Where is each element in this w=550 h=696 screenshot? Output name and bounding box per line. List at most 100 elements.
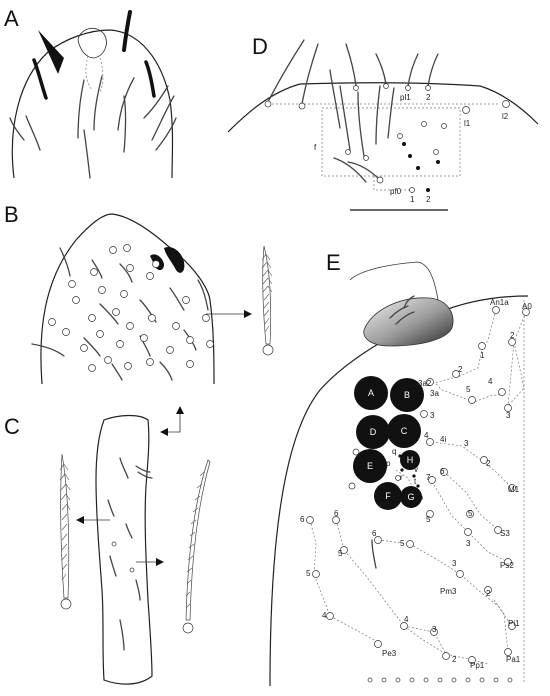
svg-text:C: C — [401, 426, 408, 436]
panel-c-seta — [125, 523, 133, 539]
panel-a: A — [4, 6, 177, 179]
svg-text:E: E — [367, 461, 373, 471]
panel-d-dash-pf — [373, 176, 410, 191]
panel-c-letter: C — [4, 414, 20, 439]
label-pm6: 6 — [300, 515, 305, 524]
panel-c-orientation-arrow — [166, 412, 181, 433]
panel-a-dashed-organ — [85, 55, 104, 93]
label-3a2: 3a2 — [418, 379, 432, 388]
panel-e-head-outline — [269, 295, 529, 687]
label-v: v — [414, 465, 418, 474]
panel-a-seta — [93, 75, 103, 131]
panel-a-seta — [123, 95, 127, 153]
panel-d-seta — [339, 85, 351, 151]
panel-a-seta — [77, 79, 85, 139]
panel-d-seta — [267, 39, 305, 103]
panel-e-eye-h: H — [400, 450, 420, 470]
panel-d: D pl1 2 l1 l2 f — [227, 34, 539, 211]
panel-b-seta — [169, 287, 185, 311]
panel-b-sockets — [48, 244, 214, 372]
panel-e-eye-d: D — [356, 415, 390, 449]
label-s5b: 5 — [468, 509, 473, 518]
panel-b-seta — [139, 299, 157, 323]
panel-c-seta-barbs-left — [59, 463, 71, 581]
label-pf2: 2 — [426, 195, 431, 204]
panel-e-antenna-base — [349, 261, 439, 301]
svg-text:H: H — [407, 455, 414, 465]
panel-c-arrow-head-right — [156, 558, 164, 566]
panel-d-letter: D — [252, 34, 268, 59]
panel-c-seta-socket-left — [60, 598, 72, 610]
label-6: 6 — [440, 467, 445, 476]
panel-d-dot — [402, 142, 406, 146]
panel-d-field-f — [321, 107, 461, 177]
svg-text:B: B — [404, 390, 410, 400]
label-pm3: Pm3 — [440, 587, 457, 596]
panel-b-dark-spine — [164, 246, 185, 273]
panel-b-seta — [197, 279, 209, 311]
label-pm2: 2 — [486, 589, 491, 598]
label-p3a: 3 — [430, 411, 435, 420]
panel-d-seta — [387, 87, 395, 139]
panel-d-seta — [301, 43, 319, 105]
label-q4: 4 — [424, 431, 429, 440]
panel-e-eye-g: G — [400, 486, 422, 508]
panel-d-seta — [347, 161, 381, 181]
panel-c-seta — [135, 579, 141, 601]
label-pe5: 5 — [306, 569, 311, 578]
panel-a-seta — [143, 85, 169, 119]
label-pe3: Pe3 — [382, 649, 397, 658]
label-t: t — [414, 477, 417, 486]
panel-e-sockets — [306, 306, 530, 664]
label-q3: 3 — [464, 439, 469, 448]
label-pi1: Pi1 — [508, 619, 520, 628]
panel-e-antenna-seta — [389, 305, 409, 319]
panel-e-letter: E — [326, 250, 341, 275]
label-pl1: pl1 — [400, 93, 411, 102]
panel-b-seta — [59, 247, 71, 277]
label-pf0: pf0 — [390, 187, 402, 196]
panel-d-dot — [436, 160, 440, 164]
panel-b-outline — [40, 213, 215, 385]
panel-a-letter: A — [4, 6, 19, 31]
panel-b: B — [4, 202, 274, 385]
label-ps6: 6 — [372, 529, 377, 538]
panel-c-socket — [129, 567, 135, 573]
label-pp1: Pp1 — [470, 661, 485, 670]
svg-text:A: A — [368, 388, 374, 398]
panel-b-seta — [119, 263, 133, 283]
panel-e: E — [269, 250, 532, 687]
panel-b-letter: B — [4, 202, 19, 227]
label-q: q — [392, 447, 396, 456]
panel-b-seta — [99, 303, 119, 325]
panel-b-seta — [83, 337, 101, 357]
panel-d-sockets — [264, 83, 510, 193]
label-p4: 4 — [488, 377, 493, 386]
label-p5: 5 — [466, 385, 471, 394]
panel-d-seta — [329, 69, 341, 129]
panel-d-dot — [416, 166, 420, 170]
label-r: r — [400, 473, 403, 482]
panel-b-seta — [31, 343, 65, 357]
panel-c-seta — [107, 499, 115, 517]
label-ps3: 3 — [452, 559, 457, 568]
label-a3: 3 — [506, 411, 511, 420]
label-l1: l1 — [464, 119, 471, 128]
panel-d-outline — [227, 82, 539, 133]
label-s3cap: S3 — [500, 529, 510, 538]
label-a2: 2 — [510, 331, 515, 340]
panel-b-seta-barbs — [261, 253, 273, 333]
panel-b-seta — [91, 259, 103, 279]
label-q4i: 4i — [440, 435, 446, 444]
panel-e-eye-b: B — [390, 378, 424, 412]
label-pm5: 5 — [338, 549, 343, 558]
panel-d-dot — [408, 154, 412, 158]
panel-c-seta-detail-right — [185, 459, 211, 621]
panel-a-seta — [25, 115, 41, 151]
label-pf1: 1 — [410, 195, 415, 204]
panel-c-outline — [95, 414, 153, 685]
panel-a-spine-top — [122, 10, 132, 52]
svg-text:G: G — [407, 492, 414, 502]
panel-e-antenna-seta — [403, 295, 415, 309]
